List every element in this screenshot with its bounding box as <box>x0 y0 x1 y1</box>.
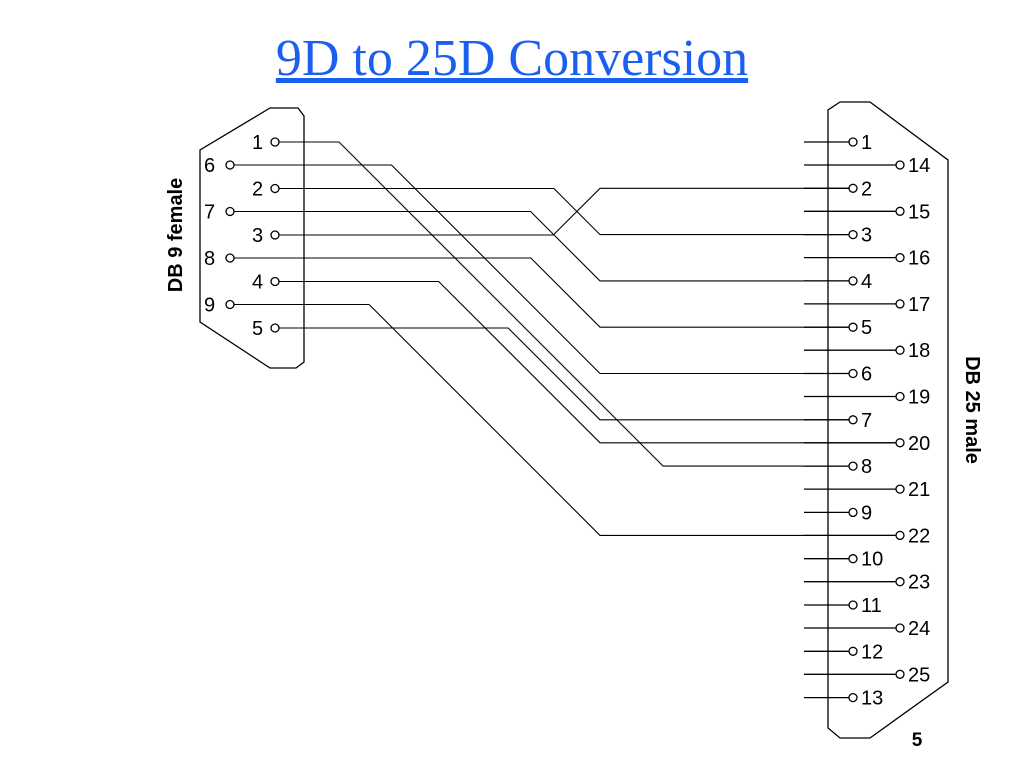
db25-pin-label: 6 <box>861 364 872 386</box>
db25-pin-label: 18 <box>908 340 930 362</box>
db25-pin-3 <box>848 229 858 240</box>
db25-pin-15 <box>895 206 905 216</box>
db9-pin-9 <box>225 299 235 310</box>
db9-pin-label: 9 <box>204 295 215 317</box>
wire-4-to-20 <box>279 280 896 444</box>
db9-pin-label: 7 <box>204 202 215 224</box>
db25-pin-20 <box>895 438 905 448</box>
db9-pin-1 <box>270 137 280 147</box>
db25-pin-17 <box>895 299 905 309</box>
page-number: 5 <box>911 730 923 751</box>
db9-connector: DB 9 female 1 2 3 4 5 6 7 8 9 <box>165 107 305 369</box>
slide-title[interactable]: 9D to 25D Conversion <box>275 30 749 87</box>
db25-pin-label: 14 <box>908 155 930 177</box>
db25-pin-6 <box>848 368 858 379</box>
db9-label: DB 9 female <box>165 178 187 293</box>
wire-5-to-7 <box>279 327 849 421</box>
db25-pin-label: 22 <box>908 525 930 547</box>
db25-pin-10 <box>848 554 858 564</box>
wire-7-to-4 <box>234 210 849 282</box>
db25-connector: DB 25 male 12345678910111213141516171819… <box>804 101 983 739</box>
db25-pin-label: 5 <box>861 317 872 339</box>
db25-pin-4 <box>848 276 858 286</box>
db25-pin-label: 17 <box>908 294 930 316</box>
db25-pin-label: 15 <box>908 201 930 223</box>
wire-9-to-22 <box>234 303 896 536</box>
db9-pin-label: 4 <box>252 272 263 294</box>
db25-pin-label: 4 <box>861 271 872 293</box>
db25-pin-13 <box>848 692 858 703</box>
db25-pin-12 <box>848 646 858 656</box>
db25-pin-label: 19 <box>908 387 930 409</box>
db25-pin-25 <box>895 669 905 679</box>
db25-label: DB 25 male <box>961 356 983 464</box>
db25-pin-14 <box>895 160 905 170</box>
db25-pin-18 <box>895 345 905 355</box>
db25-pin-label: 8 <box>861 456 872 478</box>
db25-pin-5 <box>848 322 858 332</box>
db25-pin-label: 11 <box>861 595 882 617</box>
wire-6-to-6 <box>234 164 849 375</box>
db9-pin-8 <box>225 253 235 263</box>
db25-pin-16 <box>895 252 905 263</box>
db9-pin-4 <box>270 276 280 287</box>
db25-pin-label: 16 <box>908 248 930 270</box>
db25-pin-label: 10 <box>861 549 883 571</box>
db9-pin-5 <box>270 323 280 333</box>
db9-pin-7 <box>225 206 235 217</box>
db25-pin-label: 21 <box>908 479 930 501</box>
wire-1-to-8 <box>279 141 849 467</box>
db25-pin-23 <box>895 577 905 587</box>
db25-pin-label: 24 <box>908 618 930 640</box>
wire-3-to-2 <box>279 187 849 236</box>
db25-pin-9 <box>848 507 858 518</box>
db25-pin-label: 7 <box>861 410 872 432</box>
db9-pin-label: 1 <box>252 132 263 154</box>
db9-pin-3 <box>270 230 280 240</box>
db25-pin-24 <box>895 623 905 633</box>
wires-layer <box>234 141 896 536</box>
db25-pin-label: 23 <box>908 572 930 594</box>
db25-pin-8 <box>848 461 858 471</box>
db9-pin-label: 6 <box>204 155 215 177</box>
db9-pin-label: 2 <box>252 179 263 201</box>
db25-pin-label: 2 <box>861 178 872 200</box>
db25-pin-label: 9 <box>861 502 872 524</box>
db25-pin-label: 20 <box>908 433 930 455</box>
db25-pin-21 <box>895 484 905 494</box>
db25-pin-label: 3 <box>861 225 872 247</box>
db25-shell <box>827 101 949 739</box>
db9-pin-6 <box>225 160 235 170</box>
db25-pin-2 <box>848 183 858 193</box>
db9-pin-label: 5 <box>252 318 263 340</box>
db25-pin-label: 1 <box>861 132 872 154</box>
db25-pin-label: 25 <box>908 664 930 686</box>
db25-pin-11 <box>848 600 858 610</box>
db25-pin-1 <box>848 137 858 147</box>
db25-pin-label: 12 <box>861 641 883 663</box>
db25-pin-22 <box>895 530 905 541</box>
db25-pin-19 <box>895 391 905 402</box>
db9-pin-label: 3 <box>252 225 263 247</box>
db25-pin-label: 13 <box>861 688 883 710</box>
db9-pin-label: 8 <box>204 248 215 270</box>
db9-pin-2 <box>270 183 280 194</box>
db25-pin-7 <box>848 415 858 425</box>
wire-8-to-5 <box>234 257 849 328</box>
db9-shell <box>199 107 305 369</box>
